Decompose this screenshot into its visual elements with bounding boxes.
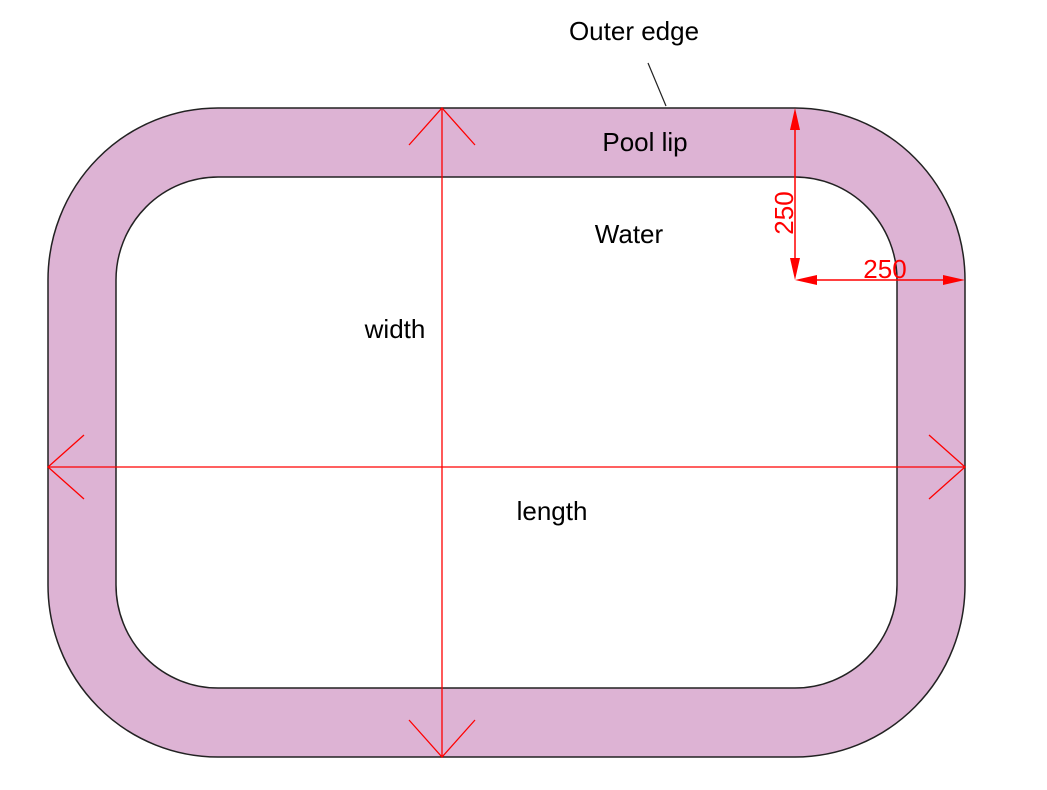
width-arrow-bottom	[408, 719, 476, 758]
length-dimension	[47, 434, 966, 500]
length-arrow-right	[928, 434, 966, 500]
pool-lip-shape	[47, 107, 966, 758]
width-dimension	[408, 107, 476, 758]
corner-vertical-value: 250	[769, 191, 799, 234]
corner-dimension	[794, 112, 961, 281]
corner-horizontal-value: 250	[863, 254, 906, 284]
corner-vertical-arrow-top	[790, 108, 800, 130]
outer-edge-label: Outer edge	[569, 16, 699, 46]
corner-horizontal-arrow-left	[795, 275, 817, 285]
corner-vertical-arrow-bottom	[790, 258, 800, 280]
water-label: Water	[595, 219, 664, 249]
corner-horizontal-arrow-right	[943, 275, 965, 285]
length-arrow-left	[47, 434, 85, 500]
outer-edge-leader	[647, 62, 667, 107]
pool-lip-label: Pool lip	[602, 127, 687, 157]
length-label: length	[517, 496, 588, 526]
width-label: width	[364, 314, 426, 344]
width-arrow-top	[408, 107, 476, 146]
